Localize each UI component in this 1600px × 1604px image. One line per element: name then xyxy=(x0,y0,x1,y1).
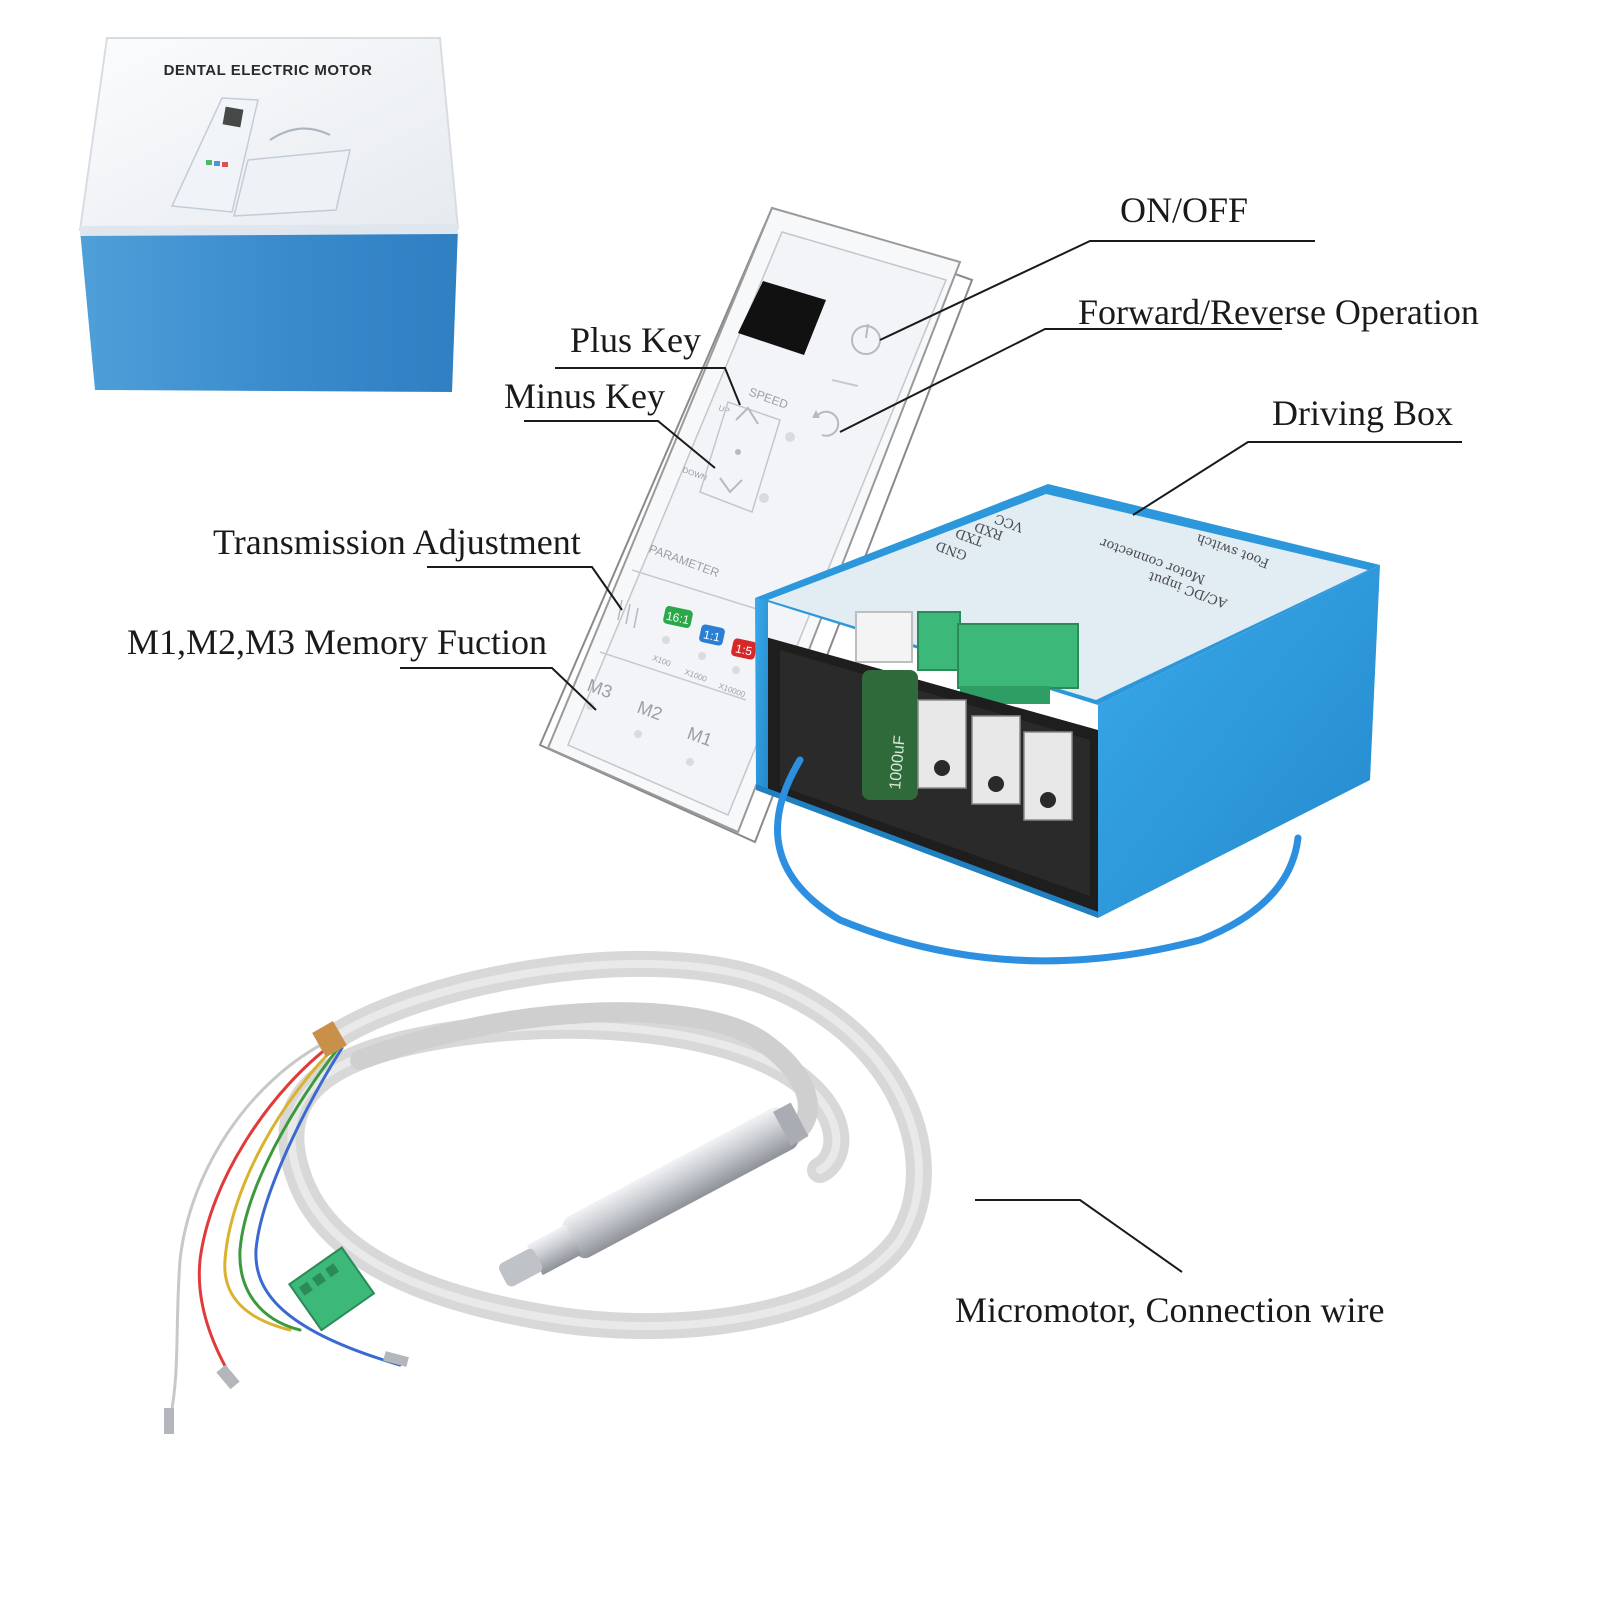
callout-plus-key: Plus Key xyxy=(570,320,702,360)
driving-box: GND TXD RXD VCC AC/DC input Motor connec… xyxy=(755,484,1380,965)
callout-minus-key: Minus Key xyxy=(504,376,665,416)
leader-memory xyxy=(400,667,597,711)
leader-lines xyxy=(400,240,1462,1273)
product-box: DENTAL ELECTRIC MOTOR xyxy=(78,37,460,392)
callout-on-off: ON/OFF xyxy=(1120,190,1249,230)
plus-key[interactable] xyxy=(735,406,759,425)
speed-keys-frame xyxy=(699,401,781,513)
leader-plus-key xyxy=(555,367,741,406)
m1-button[interactable] xyxy=(686,758,694,766)
leader-on-off xyxy=(879,240,1315,341)
blue-tube xyxy=(774,756,1302,965)
leader-micromotor xyxy=(975,1199,1183,1273)
ratio-badge-1-1[interactable]: 1:1 xyxy=(698,624,725,647)
reverse-button[interactable] xyxy=(812,410,840,437)
drive-box-terminals xyxy=(855,611,1079,704)
callout-driving-box: Driving Box xyxy=(1272,393,1454,433)
svg-text:1000uF: 1000uF xyxy=(887,735,909,791)
wire-bundle xyxy=(165,1038,402,1422)
up-label: UP xyxy=(717,403,731,415)
minus-key[interactable] xyxy=(719,477,743,494)
panel-divider xyxy=(831,379,859,387)
box-lid-edge xyxy=(80,224,458,236)
ratio-led-2 xyxy=(698,652,706,660)
parameter-line xyxy=(631,569,761,611)
cable-inner-loop xyxy=(350,1002,818,1150)
ratio-2-text: 1:1 xyxy=(702,627,722,644)
panel-display xyxy=(738,281,826,355)
box-blue-side xyxy=(80,228,458,392)
ratio-1-text: 16:1 xyxy=(665,609,691,628)
capacitor: 1000uF xyxy=(862,670,918,800)
box-title: DENTAL ELECTRIC MOTOR xyxy=(164,62,373,79)
transistors xyxy=(917,699,1073,821)
cable-connector-ring xyxy=(312,1021,347,1058)
wire-pins xyxy=(164,1351,409,1434)
memory-line xyxy=(599,651,747,701)
speed-dot xyxy=(735,449,741,455)
callout-transmission: Transmission Adjustment xyxy=(213,522,581,562)
leader-forward-reverse xyxy=(839,328,1282,433)
leader-transmission xyxy=(427,566,623,611)
drive-box-bottom-edge xyxy=(756,784,1098,918)
m3-button[interactable] xyxy=(586,702,594,710)
box-device-sketch xyxy=(170,97,351,217)
callout-forward-reverse: Forward/Reverse Operation xyxy=(1078,292,1479,332)
callout-micromotor: Micromotor, Connection wire xyxy=(955,1290,1385,1330)
led-dot-2 xyxy=(759,493,769,503)
ratio-badge-1-5[interactable]: 1:5 xyxy=(730,638,757,661)
m2-button[interactable] xyxy=(634,730,642,738)
callout-memory: M1,M2,M3 Memory Fuction xyxy=(127,622,548,662)
drive-box-right-wall xyxy=(1098,565,1380,918)
micromotor xyxy=(498,1102,809,1287)
transmission-icon xyxy=(617,599,639,629)
drive-box-lid xyxy=(768,494,1368,700)
cable-highlight xyxy=(287,959,923,1331)
led-dot-1 xyxy=(785,432,795,442)
ratio-led-1 xyxy=(662,636,670,644)
drive-box-left-wall xyxy=(755,598,768,790)
leader-driving-box xyxy=(1132,441,1462,516)
ratio-3-text: 1:5 xyxy=(734,641,754,658)
green-terminal-block xyxy=(287,1246,376,1332)
control-panel: SPEED UP DOWN PARAMETER 16:1 1:1 1:5 X10… xyxy=(538,206,974,844)
leader-minus-key xyxy=(524,420,716,469)
ratio-led-3 xyxy=(732,666,740,674)
micromotor-cable xyxy=(164,950,932,1434)
panel-face xyxy=(567,231,948,816)
ratio-badge-16-1[interactable]: 16:1 xyxy=(662,605,693,628)
